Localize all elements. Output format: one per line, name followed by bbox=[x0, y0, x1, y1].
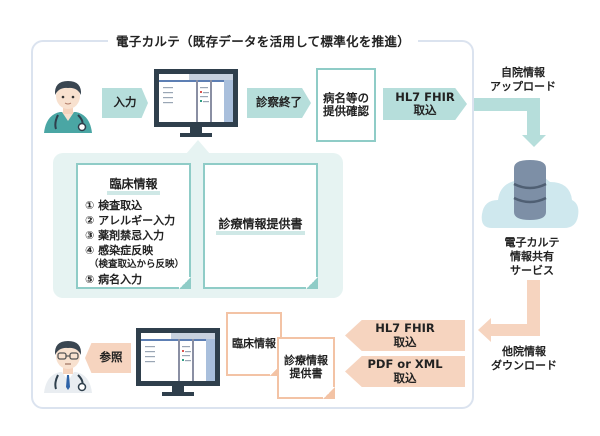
page-fold-icon bbox=[323, 387, 335, 399]
download-arrow-horizontal bbox=[490, 324, 540, 336]
page-fold-icon bbox=[306, 277, 318, 289]
clinical-info-import-doc: 臨床情報 bbox=[226, 312, 282, 376]
info-sharing-service-label: 電子カルテ 情報共有 サービス bbox=[494, 236, 570, 278]
frame-title: 電子カルテ（既存データを活用して標準化を推進） bbox=[108, 31, 419, 50]
doctor-scrubs-icon bbox=[44, 81, 92, 133]
clinical-item-3: ③ 薬剤禁忌入力 bbox=[85, 229, 165, 242]
monitor-icon bbox=[154, 69, 238, 137]
referral-import-line-1: 診療情報 bbox=[284, 354, 328, 368]
input-label: 入力 bbox=[113, 95, 137, 110]
hl7-import-bottom-arrow: HL7 FHIR 取込 bbox=[345, 320, 465, 351]
upload-label-line-1: 自院情報 bbox=[501, 66, 545, 79]
pdf-xml-import-arrow: PDF or XML 取込 bbox=[345, 356, 465, 387]
reference-label: 参照 bbox=[99, 350, 123, 365]
clinical-info-import-label: 臨床情報 bbox=[232, 336, 276, 350]
clinical-item-4-note: （検査取込から反映） bbox=[89, 259, 185, 270]
hl7-bottom-line-2: 取込 bbox=[393, 334, 417, 349]
exam-end-arrow: 診察終了 bbox=[247, 88, 311, 118]
input-arrow: 入力 bbox=[102, 88, 148, 118]
referral-letter-doc: 診療情報提供書 bbox=[203, 163, 318, 289]
upload-label: 自院情報 アップロード bbox=[486, 66, 560, 94]
pdf-import-line-2: 取込 bbox=[393, 370, 417, 385]
page-fold-icon bbox=[179, 277, 191, 289]
hl7-bottom-line-1: HL7 FHIR bbox=[375, 321, 435, 336]
confirm-line-1: 病名等の bbox=[323, 90, 369, 105]
download-label-line-2: ダウンロード bbox=[491, 359, 557, 372]
clinical-info-doc: 臨床情報 ① 検査取込 ② アレルギー入力 ③ 薬剤禁忌入力 ④ 感染症反映 （… bbox=[76, 163, 191, 289]
diagnosis-confirm-box: 病名等の 提供確認 bbox=[316, 68, 376, 142]
upload-arrow-vertical bbox=[527, 98, 540, 136]
service-label-line-3: サービス bbox=[510, 264, 554, 277]
confirm-line-2: 提供確認 bbox=[323, 104, 369, 118]
download-label-line-1: 他院情報 bbox=[502, 345, 546, 358]
panel-pointer bbox=[186, 140, 210, 154]
hl7-top-line-2: 取込 bbox=[413, 103, 437, 117]
download-arrow-head bbox=[478, 318, 491, 342]
clinical-info-title: 臨床情報 bbox=[107, 177, 160, 195]
clinical-item-1: ① 検査取込 bbox=[85, 199, 143, 212]
doctor-whitecoat-icon bbox=[44, 341, 92, 393]
referral-import-line-2: 提供書 bbox=[289, 367, 323, 380]
upload-label-line-2: アップロード bbox=[490, 80, 556, 93]
reference-arrow: 参照 bbox=[85, 343, 131, 373]
hl7-import-top-arrow: HL7 FHIR 取込 bbox=[383, 88, 467, 120]
upload-arrow-head bbox=[522, 135, 546, 147]
clinical-item-5: ⑤ 病名入力 bbox=[85, 273, 143, 286]
hl7-top-line-1: HL7 FHIR bbox=[395, 89, 455, 104]
download-arrow-vertical bbox=[527, 280, 540, 336]
clinical-item-2: ② アレルギー入力 bbox=[85, 214, 176, 227]
exam-end-label: 診察終了 bbox=[256, 95, 302, 110]
referral-letter-title: 診療情報提供書 bbox=[216, 217, 305, 235]
service-label-line-1: 電子カルテ bbox=[504, 236, 560, 249]
cloud-database-icon bbox=[481, 160, 579, 228]
download-label: 他院情報 ダウンロード bbox=[484, 345, 564, 373]
pdf-import-line-1: PDF or XML bbox=[367, 357, 443, 372]
monitor-icon bbox=[136, 328, 220, 396]
service-label-line-2: 情報共有 bbox=[510, 250, 554, 263]
clinical-item-4: ④ 感染症反映 bbox=[85, 244, 154, 257]
upload-arrow-horizontal bbox=[474, 98, 540, 111]
referral-letter-import-doc: 診療情報 提供書 bbox=[277, 337, 335, 399]
